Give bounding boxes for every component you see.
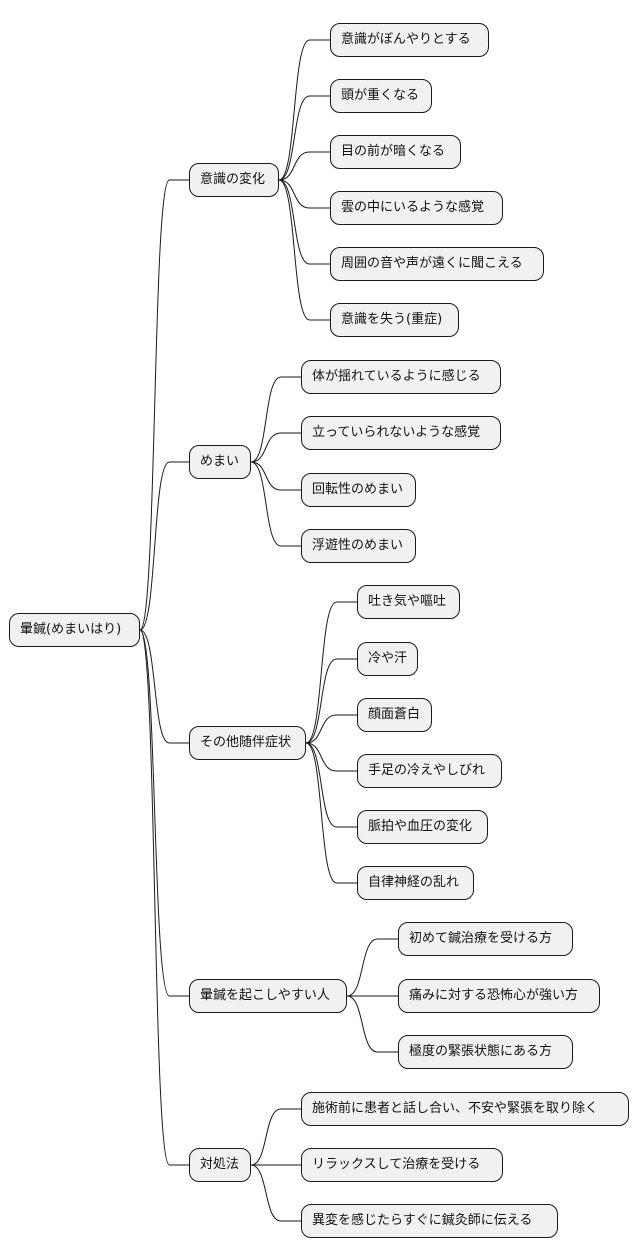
leaf-node: 体が揺れているように感じる <box>301 360 501 394</box>
leaf-node: 周囲の音や声が遠くに聞こえる <box>330 247 544 281</box>
connector-line <box>250 376 301 463</box>
branch-node: 暈鍼を起こしやすい人 <box>189 979 347 1013</box>
leaf-node: 初めて鍼治療を受ける方 <box>398 922 573 956</box>
connector-line <box>250 1164 301 1222</box>
connector-line <box>278 39 330 181</box>
connector-line <box>278 179 330 321</box>
connector-line <box>139 629 189 1166</box>
branch-node: 意識の変化 <box>189 163 279 197</box>
connector-line <box>305 742 357 884</box>
connector-line <box>278 151 330 181</box>
leaf-node: 施術前に患者と話し合い、不安や緊張を取り除く <box>301 1092 629 1126</box>
connector-line <box>250 1108 301 1166</box>
connector-line <box>278 95 330 181</box>
branch-node: めまい <box>189 445 251 479</box>
leaf-node: 吐き気や嘔吐 <box>357 585 460 619</box>
leaf-node: 異変を感じたらすぐに鍼灸師に伝える <box>301 1204 558 1238</box>
leaf-node: 顔面蒼白 <box>357 698 432 732</box>
connector-line <box>139 629 189 997</box>
connector-line <box>278 179 330 265</box>
leaf-node: 脈拍や血圧の変化 <box>357 810 488 844</box>
connector-line <box>305 714 357 744</box>
leaf-node: 極度の緊張状態にある方 <box>398 1035 573 1069</box>
branch-node: その他随伴症状 <box>189 726 306 760</box>
connector-line <box>250 432 301 463</box>
leaf-node: 頭が重くなる <box>330 79 432 113</box>
connector-line <box>250 461 301 491</box>
connector-line <box>278 179 330 209</box>
leaf-node: 回転性のめまい <box>301 473 416 507</box>
connector-line <box>305 742 357 772</box>
connector-line <box>139 461 189 631</box>
leaf-node: 目の前が暗くなる <box>330 135 461 169</box>
leaf-node: 手足の冷えやしびれ <box>357 754 502 788</box>
connector-line <box>250 461 301 547</box>
root-node: 暈鍼(めまいはり) <box>9 613 140 647</box>
connector-line <box>305 658 357 744</box>
leaf-node: リラックスして治療を受ける <box>301 1148 503 1182</box>
leaf-node: 浮遊性のめまい <box>301 529 416 563</box>
leaf-node: 意識がぼんやりとする <box>330 23 489 57</box>
connector-line <box>305 742 357 828</box>
leaf-node: 自律神経の乱れ <box>357 866 474 900</box>
leaf-node: 立っていられないような感覚 <box>301 416 501 450</box>
connector-line <box>346 938 398 997</box>
connector-line <box>139 179 189 631</box>
leaf-node: 痛みに対する恐怖心が強い方 <box>398 979 600 1013</box>
leaf-node: 意識を失う(重症) <box>330 303 459 337</box>
connector-line <box>305 601 357 744</box>
connector-line <box>346 995 398 1053</box>
branch-node: 対処法 <box>189 1148 251 1182</box>
leaf-node: 雲の中にいるような感覚 <box>330 191 503 225</box>
connector-line <box>139 629 189 744</box>
leaf-node: 冷や汗 <box>357 642 418 676</box>
